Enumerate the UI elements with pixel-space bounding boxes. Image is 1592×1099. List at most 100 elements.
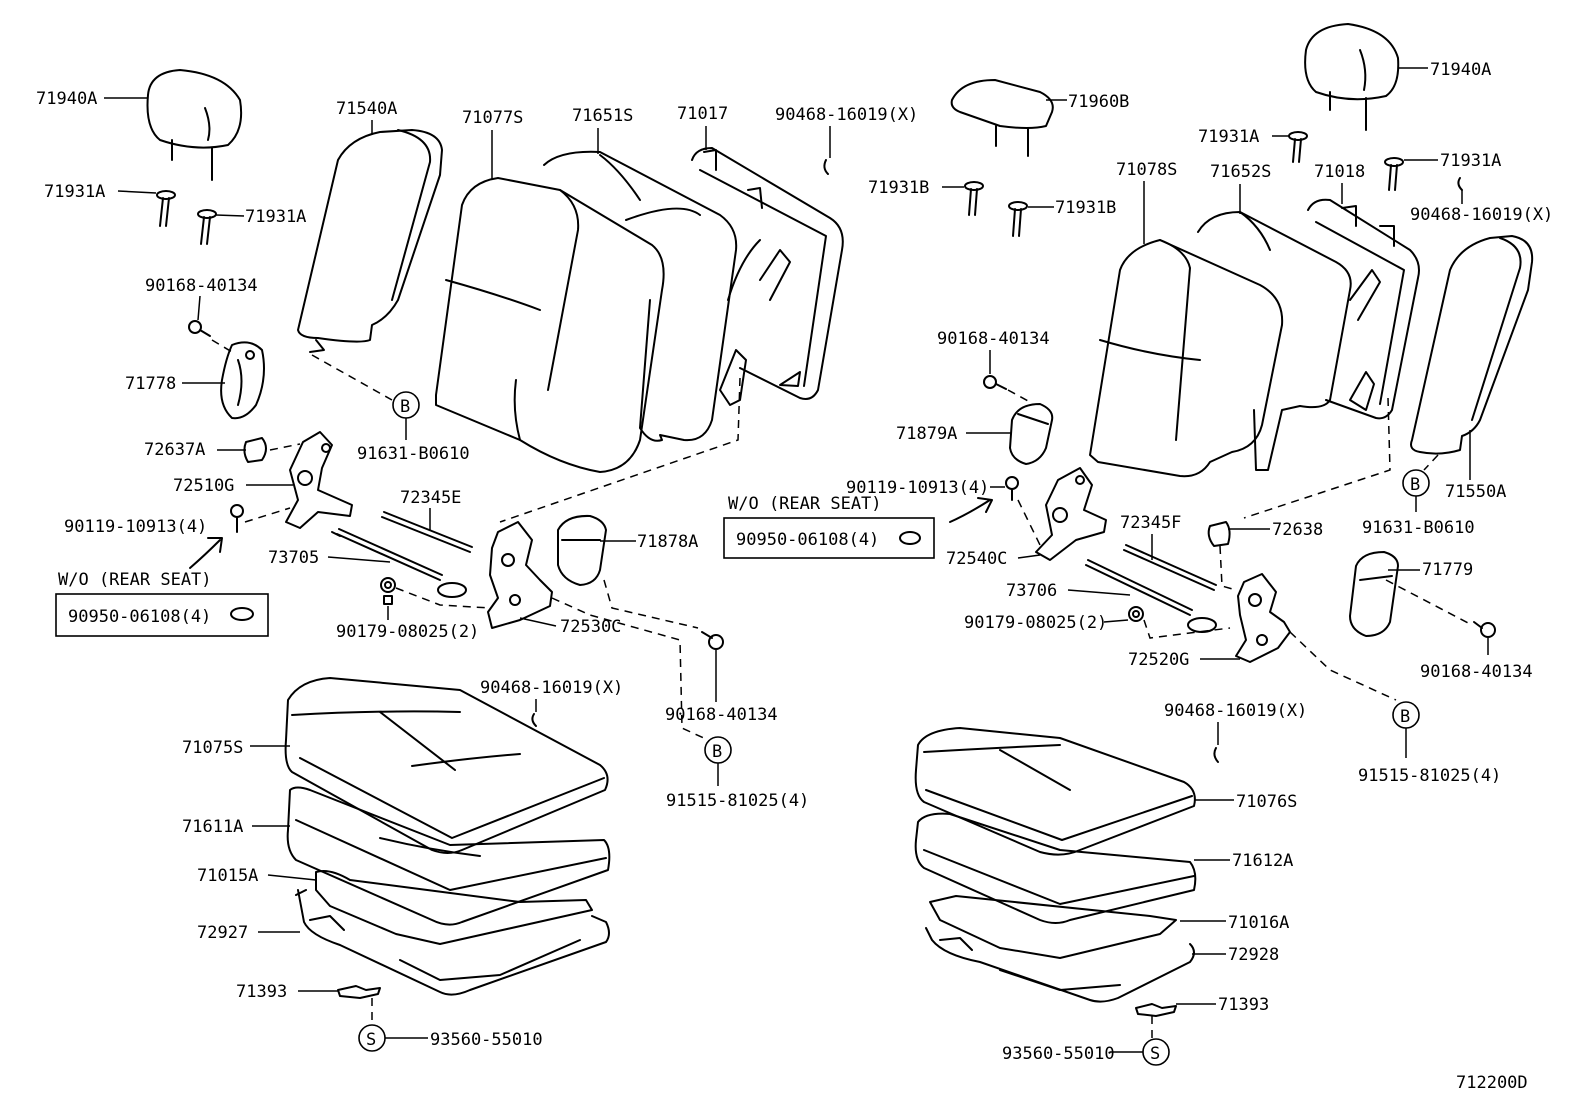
label-71077s: 71077S [462,108,523,128]
label-72510g: 72510G [173,476,234,496]
label-71017: 71017 [677,104,728,124]
label-72638: 72638 [1272,520,1323,540]
label-72927: 72927 [197,923,248,943]
seat-cover-71075s [284,677,609,854]
label-71931a-1: 71931A [44,182,105,202]
label-71878a: 71878A [637,532,698,552]
label-71940a-2: 71940A [1430,60,1491,80]
arrow-icon-right [949,497,993,523]
rod-72345f [1123,544,1217,591]
label-90468-16019-1: 90468-16019(X) [775,105,918,125]
label-72345e: 72345E [400,488,461,508]
headrest-guide-right-4 [1384,157,1404,191]
label-91631-b0610-1: 91631-B0610 [357,444,470,464]
label-90179-08025-1: 90179-08025(2) [336,622,479,642]
plug-icon-left [230,607,254,621]
cable-73705 [331,528,467,598]
label-90950-06108-1: 90950-06108(4) [68,607,211,627]
seatback-cover-71077s [435,177,665,473]
clip-icon-4 [1213,747,1219,763]
label-90468-16019-3: 90468-16019(X) [1410,205,1553,225]
label-90119-10913-1: 90119-10913(4) [64,517,207,537]
headrest-guide-left-2 [197,209,217,245]
marker-s-1-text: S [366,1030,376,1050]
label-90168-40134-4: 90168-40134 [1420,662,1533,682]
recliner-72520g [1235,573,1291,663]
clip-icon-3 [1457,177,1463,191]
nut-right [1128,606,1144,622]
label-73706: 73706 [1006,581,1057,601]
label-71611a: 71611A [182,817,243,837]
label-90119-10913-2: 90119-10913(4) [846,478,989,498]
label-71960b: 71960B [1068,92,1129,112]
label-71550a: 71550A [1445,482,1506,502]
headrest-guide-right-3 [1288,131,1308,163]
headrest-71960b [950,79,1054,157]
label-71075s: 71075S [182,738,243,758]
knob-72638 [1207,521,1231,547]
label-71931a-2: 71931A [245,207,306,227]
label-93560-55010-2: 93560-55010 [1002,1044,1115,1064]
recliner-72530c [487,521,553,629]
label-71652s: 71652S [1210,162,1271,182]
arrow-icon-left [189,537,223,569]
clip-71393-left [337,985,381,999]
diagram-id: 712200D [1456,1073,1528,1093]
label-72540c: 72540C [946,549,1007,569]
seat-cover-71076s [914,727,1196,856]
screw-left-1 [188,320,211,337]
bolt-right [1005,476,1019,501]
screw-right-1 [983,375,1007,390]
note-wo-rear-seat-left: W/O (REAR SEAT) [58,570,212,590]
label-90168-40134-3: 90168-40134 [937,329,1050,349]
label-71879a: 71879A [896,424,957,444]
label-71015a: 71015A [197,866,258,886]
option-box-right [723,517,935,559]
label-91631-b0610-2: 91631-B0610 [1362,518,1475,538]
seat-frame-72928 [925,927,1195,1003]
seat-pad-71612a [914,812,1197,924]
headrest-guide-right-2 [1008,201,1028,237]
label-90179-08025-2: 90179-08025(2) [964,613,1107,633]
screw-right-2 [1473,621,1496,638]
seatback-side-71540a [297,129,443,353]
label-91515-81025-2: 91515-81025(4) [1358,766,1501,786]
marker-b-2-text: B [712,742,722,762]
marker-b-4-text: B [1400,707,1410,727]
label-90468-16019-2: 90468-16019(X) [480,678,623,698]
hinge-cover-71879a [1009,403,1054,465]
note-wo-rear-seat-right: W/O (REAR SEAT) [728,494,882,514]
label-90950-06108-2: 90950-06108(4) [736,530,879,550]
rod-72345e [381,511,473,553]
label-71393-1: 71393 [236,982,287,1002]
headrest-right [1304,23,1400,131]
seatback-frame-71017 [691,147,844,406]
hinge-cover-71778 [220,341,265,420]
hinge-cover-71878a [557,514,607,586]
label-71078s: 71078S [1116,160,1177,180]
label-72530c: 72530C [560,617,621,637]
label-72928: 72928 [1228,945,1279,965]
label-71018: 71018 [1314,162,1365,182]
clip-71393-right [1135,1003,1177,1017]
marker-s-2-text: S [1150,1044,1160,1064]
seatback-side-71550a [1410,235,1534,455]
label-71778: 71778 [125,374,176,394]
label-71540a: 71540A [336,99,397,119]
label-93560-55010-1: 93560-55010 [430,1030,543,1050]
headrest-guide-left-1 [156,190,176,227]
seatback-pad-71652s [1197,211,1352,471]
label-71940a: 71940A [36,89,97,109]
label-71612a: 71612A [1232,851,1293,871]
headrest-guide-right-1 [964,181,984,216]
seatback-cover-71078s [1089,239,1284,478]
seat-spring-71015a [315,870,593,945]
clip-icon-1 [823,159,829,175]
clip-icon-2 [531,713,537,727]
option-box-left [55,593,269,637]
label-90168-40134-2: 90168-40134 [665,705,778,725]
label-71651s: 71651S [572,106,633,126]
bolt-left [230,504,244,533]
seat-spring-71016a [929,895,1177,959]
label-72520g: 72520G [1128,650,1189,670]
